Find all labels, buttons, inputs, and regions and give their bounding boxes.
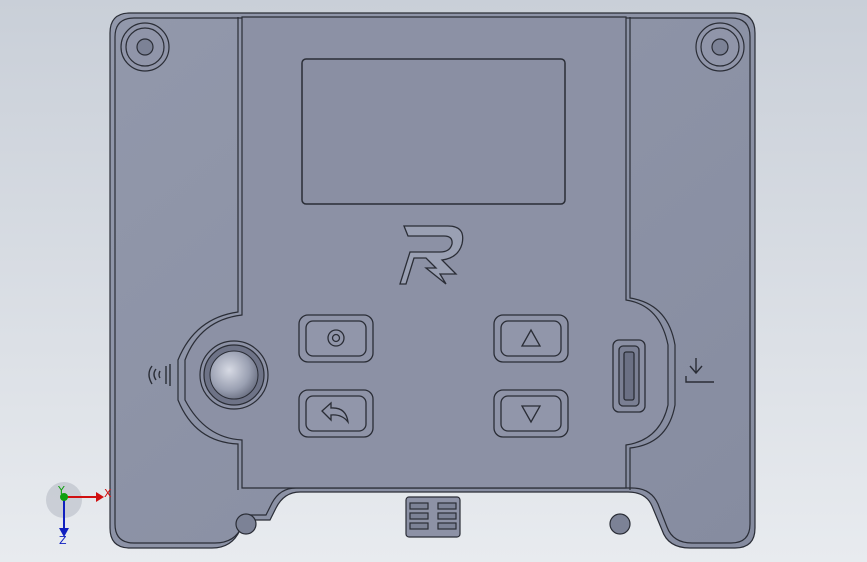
hole-top-right — [695, 22, 745, 72]
coordinate-triad: X Y Z — [46, 482, 112, 547]
circle-icon — [327, 329, 345, 347]
triad-z-label: Z — [59, 534, 67, 547]
triad-x-arrow — [96, 492, 104, 502]
up-button[interactable] — [493, 314, 569, 363]
brand-logo — [399, 225, 464, 285]
down-button[interactable] — [493, 389, 569, 438]
select-button[interactable] — [298, 314, 374, 363]
triad-z-arrow — [59, 528, 69, 537]
hole-bottom-right — [609, 513, 631, 535]
triad-y-axis — [60, 493, 68, 501]
back-arrow-icon — [321, 401, 349, 425]
download-icon — [685, 358, 714, 383]
bottom-connector — [405, 496, 461, 538]
triad-y-label: Y — [57, 484, 65, 497]
usb-port[interactable] — [612, 339, 646, 413]
center-panel-edge — [177, 17, 239, 490]
triangle-up-icon — [520, 328, 542, 347]
display-screen — [301, 58, 566, 205]
joystick-knob[interactable] — [199, 340, 269, 410]
hole-top-left — [120, 22, 170, 72]
mounting-holes — [120, 22, 745, 535]
back-button[interactable] — [298, 389, 374, 438]
hole-bottom-left — [235, 513, 257, 535]
sound-wave-icon — [148, 364, 171, 386]
right-panel-edge — [629, 17, 676, 490]
triad-x-label: X — [104, 487, 112, 500]
triangle-down-icon — [520, 405, 542, 424]
